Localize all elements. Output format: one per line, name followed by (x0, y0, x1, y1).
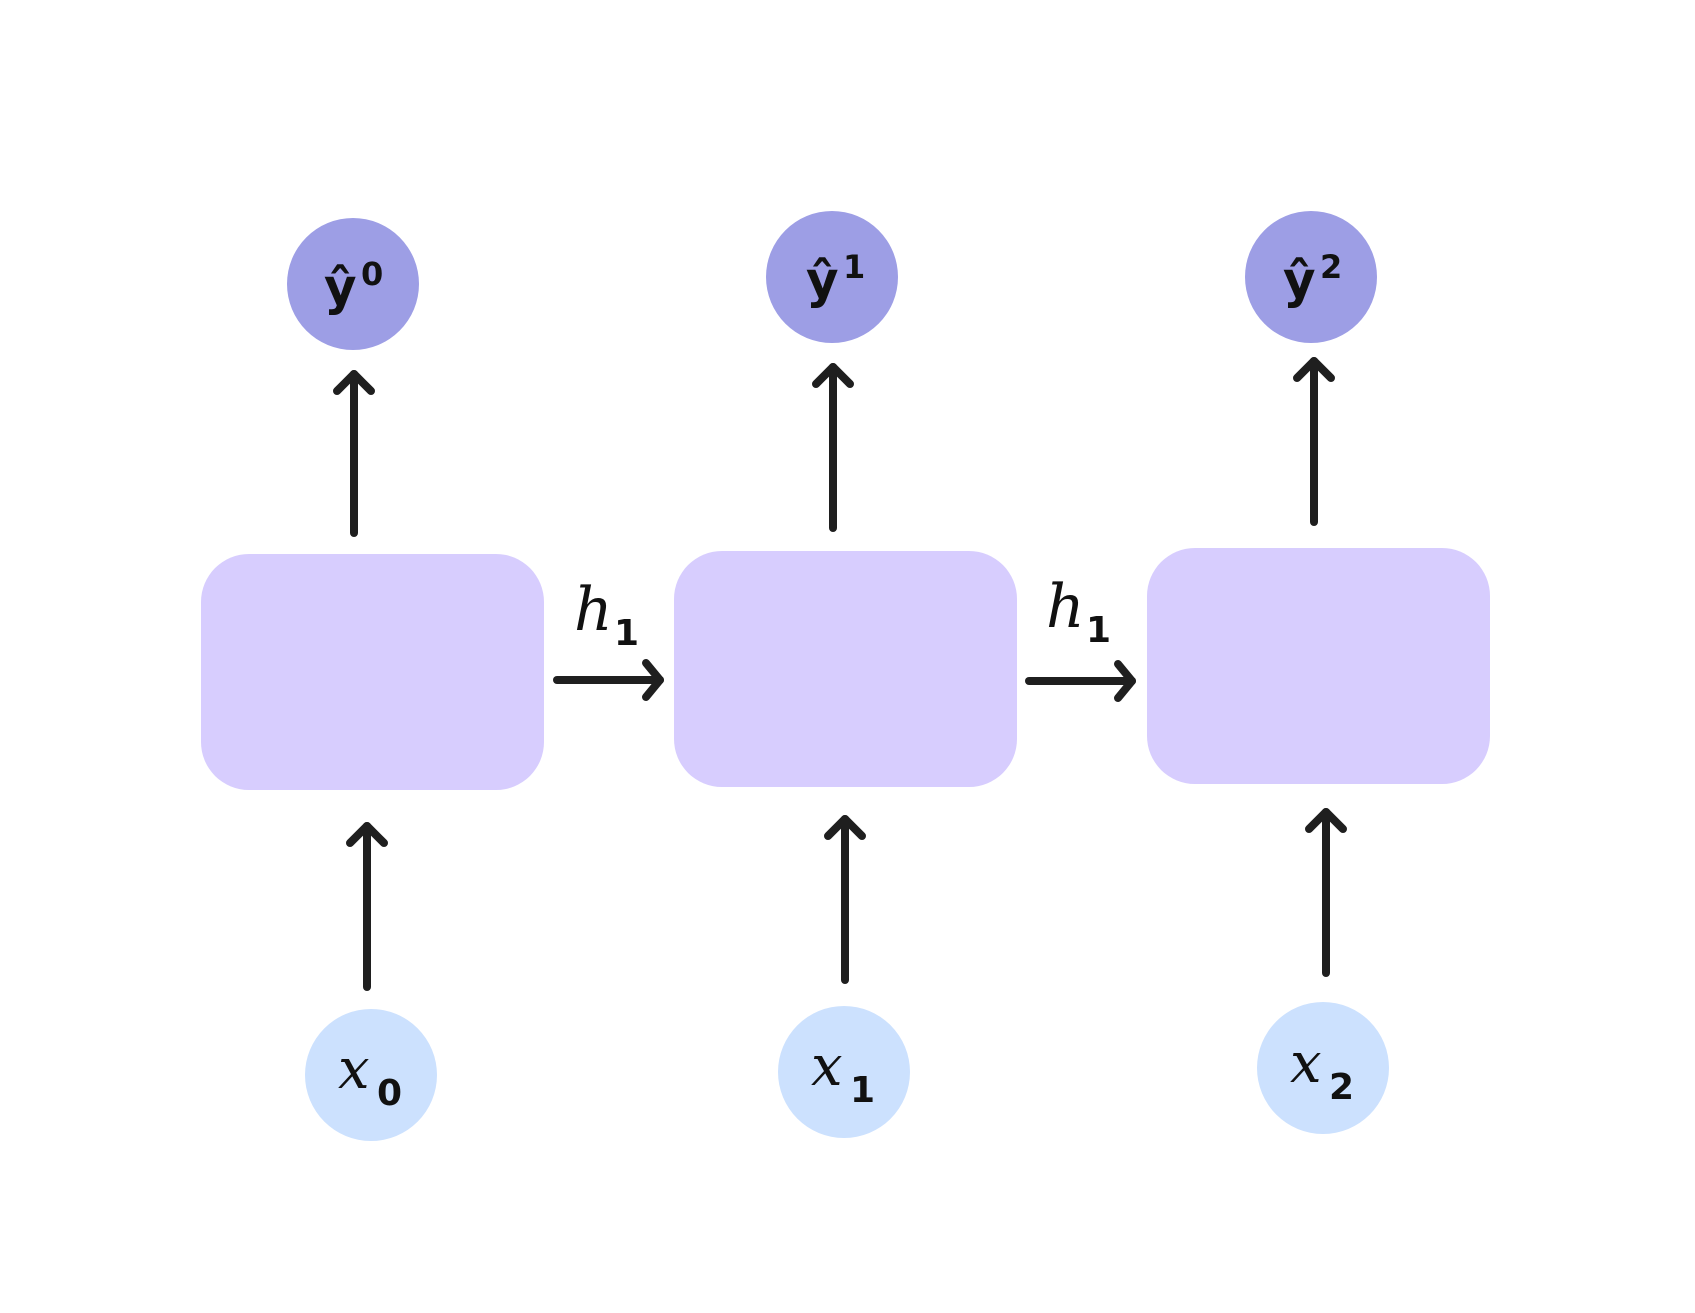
output-label-1-index: 1 (843, 248, 865, 286)
output-label-0-index: 0 (361, 255, 383, 293)
cell-to-output-arrow-1 (812, 363, 854, 532)
input-label-2-index: 2 (1329, 1067, 1354, 1108)
output-label-0-symbol: ŷ (324, 258, 357, 316)
output-node-0 (287, 218, 419, 350)
input-label-1-symbol: x (811, 1034, 843, 1099)
input-label-2-symbol: x (1290, 1031, 1322, 1096)
output-node-2 (1245, 211, 1377, 343)
output-node-1 (766, 211, 898, 343)
input-node-2 (1257, 1002, 1389, 1134)
output-label-2-symbol: ŷ (1283, 251, 1316, 309)
input-node-0 (305, 1009, 437, 1141)
output-label-2-index: 2 (1320, 248, 1342, 286)
hidden-label-1-symbol: h (1046, 572, 1085, 642)
hidden-state-arrow-0 (553, 659, 664, 701)
input-node-1 (778, 1006, 910, 1138)
cell-to-output-arrow-0 (333, 370, 375, 537)
input-label-0-index: 0 (377, 1073, 402, 1114)
output-label-1-symbol: ŷ (806, 251, 839, 309)
input-label-1-index: 1 (850, 1070, 875, 1111)
rnn-cell-2 (1147, 548, 1490, 784)
input-to-cell-arrow-2 (1305, 808, 1347, 977)
hidden-label-1-index: 1 (1086, 610, 1111, 651)
hidden-label-0-index: 1 (614, 613, 639, 654)
hidden-label-0-symbol: h (574, 575, 613, 645)
input-label-0-symbol: x (338, 1037, 370, 1102)
input-to-cell-arrow-1 (824, 815, 866, 984)
rnn-cell-0 (201, 554, 544, 790)
input-to-cell-arrow-0 (346, 822, 388, 991)
rnn-cell-1 (674, 551, 1017, 787)
cell-to-output-arrow-2 (1293, 357, 1335, 526)
hidden-state-arrow-1 (1025, 660, 1136, 702)
